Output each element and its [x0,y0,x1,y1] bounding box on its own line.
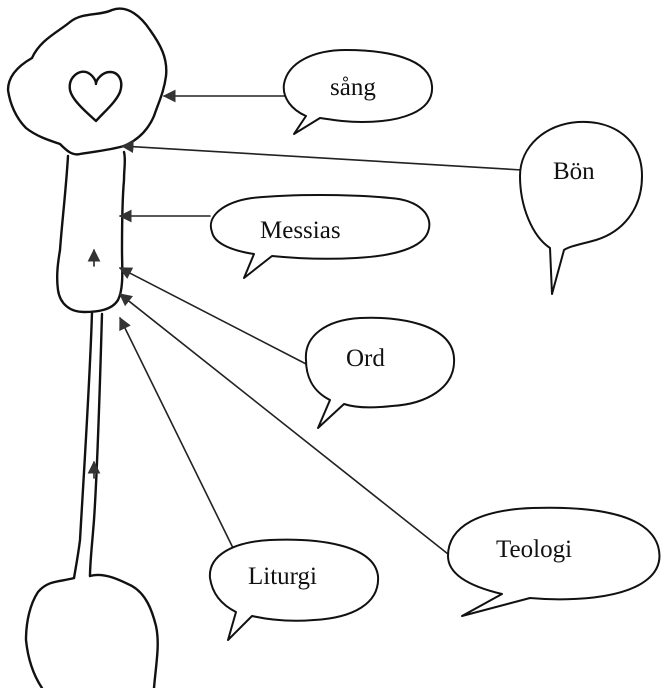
bubble-label-sang: sång [330,74,376,101]
bubble-label-bon: Bön [553,158,595,185]
stem-lines [72,310,104,580]
arrow-teologi [118,293,449,555]
bubble-label-liturgi: Liturgi [248,563,317,590]
bubble-label-teologi: Teologi [496,536,572,563]
head-shape [6,7,168,156]
bubble-sang: sång [282,49,434,135]
bubble-ord: Ord [304,316,456,429]
bubble-label-ord: Ord [346,345,385,372]
bubble-liturgi: Liturgi [208,538,380,641]
bubble-bon: Bön [519,120,643,295]
base-shape [24,573,159,688]
arrow-bon [120,140,523,171]
heart-icon [68,70,123,123]
arrow-liturgi [119,316,235,551]
torso-shape [55,150,127,314]
bubble-teologi: Teologi [447,506,661,617]
arrow-ord [118,267,311,367]
bubble-label-messias: Messias [260,217,341,244]
bubble-messias: Messias [209,194,431,279]
